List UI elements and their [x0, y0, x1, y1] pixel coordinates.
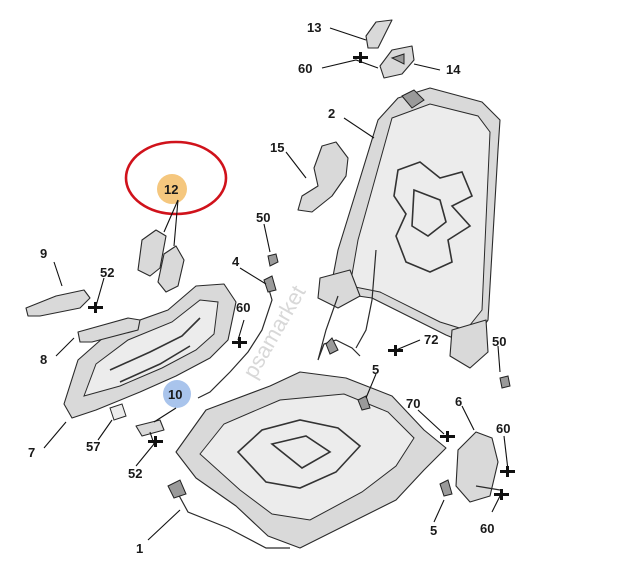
cross-marker: [232, 337, 247, 348]
bolt-50-left: [267, 253, 279, 267]
callout-8: 8: [40, 352, 47, 367]
bracket-10: [135, 419, 165, 437]
cross-marker: [388, 345, 403, 356]
seat-back-frame: [317, 87, 501, 369]
callout-5-upper: 5: [372, 362, 379, 377]
cross-marker: [440, 431, 455, 442]
seat-cushion-frame: [167, 371, 447, 549]
cross-marker: [494, 489, 509, 500]
callout-12: 12: [164, 182, 178, 197]
cross-marker: [353, 52, 368, 63]
callout-4: 4: [232, 254, 240, 269]
callout-52-lower: 52: [128, 466, 142, 481]
cross-markers: [88, 52, 515, 500]
callout-1: 1: [136, 541, 143, 556]
headrest-guide-left: [365, 19, 393, 49]
callout-9: 9: [40, 246, 47, 261]
callout-5-lower: 5: [430, 523, 437, 538]
callout-57: 57: [86, 439, 100, 454]
callout-60-right: 60: [496, 421, 510, 436]
callout-7: 7: [28, 445, 35, 460]
annotation-ellipse: [124, 140, 228, 216]
callout-50-right: 50: [492, 334, 506, 349]
callout-labels: 13 60 14 2 15 12 50 4 9 52 60 72 50 8 5 …: [28, 20, 510, 556]
callout-72: 72: [424, 332, 438, 347]
callout-60-mid: 60: [236, 300, 250, 315]
cross-marker: [88, 302, 103, 313]
nut-5-lower: [439, 479, 453, 497]
clip-57: [109, 403, 127, 421]
callout-2: 2: [328, 106, 335, 121]
height-handle: [25, 289, 91, 317]
bolt-50-right: [499, 375, 511, 389]
callout-15: 15: [270, 140, 284, 155]
callout-70: 70: [406, 396, 420, 411]
headrest-guide-right: [379, 45, 415, 79]
callout-6: 6: [455, 394, 462, 409]
watermark-text: psamarket: [238, 281, 311, 382]
side-shield: [455, 431, 501, 503]
callout-13: 13: [307, 20, 321, 35]
cross-marker: [500, 466, 515, 477]
cable-72: [317, 295, 361, 361]
callout-14: 14: [446, 62, 461, 77]
highlight-circle-12: [157, 174, 187, 204]
callout-10: 10: [168, 387, 182, 402]
side-cover-pieces: [137, 229, 185, 293]
callout-60-top: 60: [298, 61, 312, 76]
lumbar-pad: [297, 141, 349, 213]
callout-60-bottom: 60: [480, 521, 494, 536]
callout-50-left: 50: [256, 210, 270, 225]
callout-52-upper: 52: [100, 265, 114, 280]
side-trim-panel: [63, 283, 237, 419]
leader-lines: [43, 27, 509, 541]
cable-4: [197, 275, 277, 399]
highlight-circle-10: [163, 380, 191, 408]
recline-lever: [77, 317, 141, 343]
nut-5-upper: [357, 395, 371, 411]
cross-marker: [148, 436, 163, 447]
